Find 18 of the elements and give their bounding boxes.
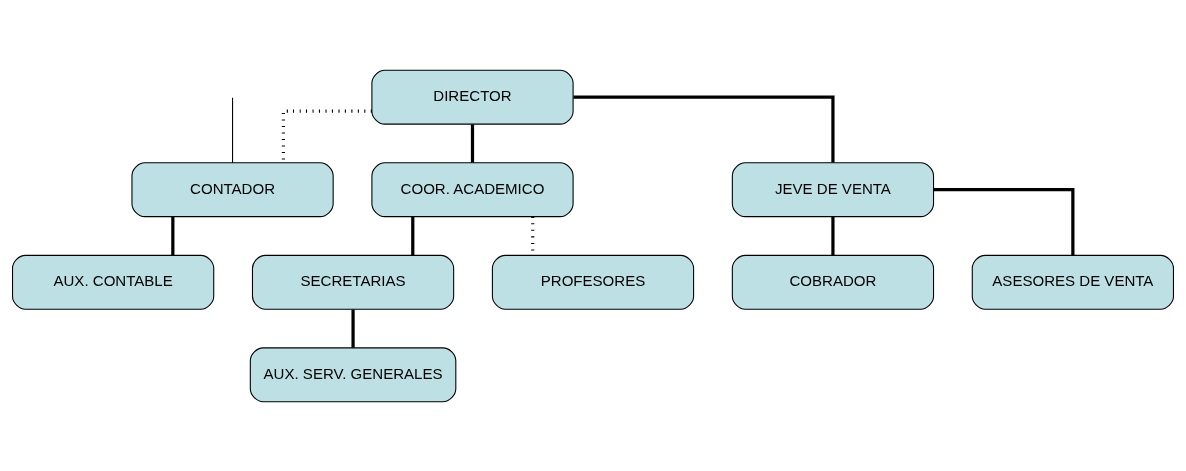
connector <box>232 96 234 163</box>
connector <box>933 187 1075 255</box>
node-box: AUX. SERV. GENERALES <box>249 346 457 402</box>
node-box: SECRETARIAS <box>251 254 455 310</box>
node-box: DIRECTOR <box>371 69 574 125</box>
node-box: AUX. CONTABLE <box>12 254 215 310</box>
connector <box>573 95 835 162</box>
node-box: CONTADOR <box>131 161 334 217</box>
connector <box>351 309 355 348</box>
connector <box>171 216 175 255</box>
node-box: ASESORES DE VENTA <box>971 254 1174 310</box>
connector <box>831 216 835 255</box>
node-box: COBRADOR <box>731 254 935 310</box>
node-box: JEVE DE VENTA <box>731 161 935 217</box>
node-box: COOR. ACADEMICO <box>371 161 574 217</box>
connector <box>411 216 415 255</box>
connector <box>470 123 475 163</box>
node-box: PROFESORES <box>491 254 695 310</box>
